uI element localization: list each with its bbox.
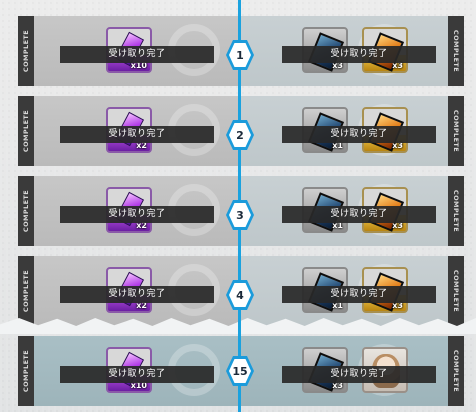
claimed-banner: 受け取り完了 [282,286,436,303]
item-quantity: x2 [136,301,147,310]
item-quantity: x3 [392,221,403,230]
item-quantity: x2 [136,221,147,230]
complete-stripe: COMPLETE [448,16,464,86]
claimed-banner: 受け取り完了 [282,206,436,223]
complete-stripe: COMPLETE [448,256,464,326]
item-quantity: x1 [332,221,343,230]
item-quantity: x1 [332,141,343,150]
premium-reward-panel[interactable]: COMPLETE x1 x3 受け取り完了 [240,96,464,166]
step-marker-3: 3 [226,200,254,230]
claimed-banner: 受け取り完了 [60,206,214,223]
claimed-banner: 受け取り完了 [282,46,436,63]
claimed-banner: 受け取り完了 [60,366,214,383]
step-marker-4: 4 [226,280,254,310]
complete-stripe: COMPLETE [18,336,34,406]
claimed-banner: 受け取り完了 [60,46,214,63]
item-quantity: x10 [130,381,147,390]
reward-row-15[interactable]: COMPLETE x10 受け取り完了 COMPLETE x3 受け取り完了 [18,336,464,406]
complete-stripe: COMPLETE [18,176,34,246]
reward-row-2[interactable]: COMPLETE x2 受け取り完了 COMPLETE x1 x3 受け取り完了 [18,96,464,166]
premium-reward-panel[interactable]: COMPLETE x1 x3 受け取り完了 [240,256,464,326]
premium-reward-panel[interactable]: COMPLETE x3 x3 受け取り完了 [240,16,464,86]
step-marker-1: 1 [226,40,254,70]
item-quantity: x10 [130,61,147,70]
step-marker-15: 15 [226,356,254,386]
step-marker-2: 2 [226,120,254,150]
complete-stripe: COMPLETE [18,16,34,86]
claimed-banner: 受け取り完了 [282,126,436,143]
complete-stripe: COMPLETE [18,96,34,166]
item-quantity: x3 [332,61,343,70]
claimed-banner: 受け取り完了 [60,126,214,143]
complete-stripe: COMPLETE [448,96,464,166]
complete-stripe: COMPLETE [448,176,464,246]
reward-row-3[interactable]: COMPLETE x2 受け取り完了 COMPLETE x1 x3 受け取り完了 [18,176,464,246]
premium-reward-panel[interactable]: COMPLETE x1 x3 受け取り完了 [240,176,464,246]
premium-reward-panel[interactable]: COMPLETE x3 受け取り完了 [240,336,464,406]
free-reward-panel[interactable]: COMPLETE x2 受け取り完了 [18,96,240,166]
reward-row-4[interactable]: COMPLETE x2 受け取り完了 COMPLETE x1 x3 受け取り完了 [18,256,464,326]
complete-stripe: COMPLETE [448,336,464,406]
item-quantity: x2 [136,141,147,150]
item-quantity: x3 [392,301,403,310]
item-quantity: x3 [392,141,403,150]
reward-row-1[interactable]: COMPLETE x10 受け取り完了 COMPLETE x3 x3 受け取り完… [18,16,464,86]
free-reward-panel[interactable]: COMPLETE x10 受け取り完了 [18,16,240,86]
claimed-banner: 受け取り完了 [60,286,214,303]
item-quantity: x3 [392,61,403,70]
free-reward-panel[interactable]: COMPLETE x2 受け取り完了 [18,176,240,246]
free-reward-panel[interactable]: COMPLETE x2 受け取り完了 [18,256,240,326]
claimed-banner: 受け取り完了 [282,366,436,383]
item-quantity: x3 [332,381,343,390]
free-reward-panel[interactable]: COMPLETE x10 受け取り完了 [18,336,240,406]
complete-stripe: COMPLETE [18,256,34,326]
item-quantity: x1 [332,301,343,310]
